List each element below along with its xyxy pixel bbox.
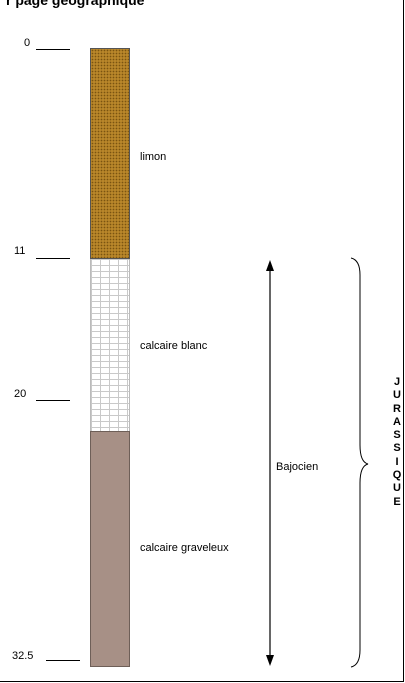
depth-tick-0 [36,49,70,50]
period-letter: S [393,442,401,455]
stage-label-bajocien: Bajocien [276,461,319,473]
period-letter: A [393,415,401,428]
period-letter: E [393,495,401,508]
period-label-jurassique: J U R A S S I Q U E [392,376,402,509]
layer-label-calcaire-graveleux: calcaire graveleux [140,542,229,554]
period-letter: S [393,429,401,442]
bajocien-double-arrow [266,260,274,666]
depth-label-11: 11 [14,245,26,257]
depth-label-20: 20 [14,388,27,400]
layer-label-limon: limon [140,151,167,163]
period-letter: Q [392,469,402,482]
period-letter: I [395,455,399,468]
depth-label-32-5: 32.5 [12,650,34,662]
period-letter: U [393,389,401,402]
period-letter: R [393,402,401,415]
jurassique-brace-icon [350,257,369,668]
layer-label-calcaire-blanc: calcaire blanc [140,340,208,352]
layer-calcaire-graveleux [90,431,130,667]
figure-title: r page géographique [6,0,145,8]
layer-limon [90,48,130,259]
depth-tick-11 [36,258,70,259]
depth-tick-32-5 [46,660,80,661]
layer-calcaire-blanc [90,259,130,431]
period-letter: U [393,482,401,495]
depth-tick-20 [36,400,70,401]
depth-label-0: 0 [24,37,31,49]
period-letter: J [393,376,401,388]
